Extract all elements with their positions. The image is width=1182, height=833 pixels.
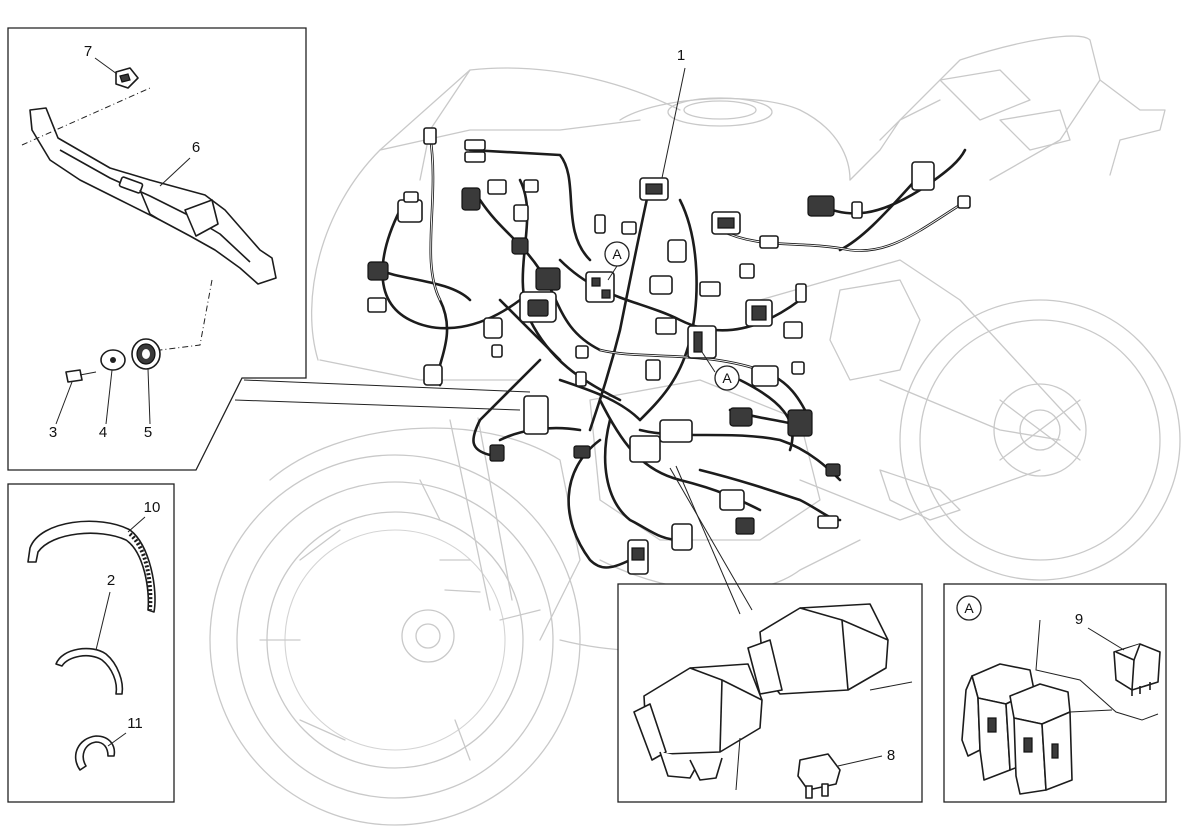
detail-panel-a-marker (956, 595, 982, 621)
harness-connectors (367, 127, 971, 575)
detail-marker-a-2: A (714, 365, 740, 391)
leader-1 (661, 67, 686, 179)
detail-panel-a-relays: A 9 (943, 583, 1167, 803)
detail-marker-a-2-label: A (722, 370, 732, 386)
callout-6: 6 (192, 139, 200, 156)
callout-3: 3 (49, 424, 57, 441)
detail-panel-straps: 10 2 11 (7, 483, 175, 803)
leader-a-1 (607, 265, 618, 281)
callout-8: 8 (887, 747, 895, 764)
callout-10: 10 (144, 499, 161, 516)
callout-4: 4 (99, 424, 107, 441)
detail-panel-a-label: A (964, 600, 974, 616)
detail-panel-ecu: 8 (617, 465, 923, 803)
motorcycle-outline (209, 35, 1181, 826)
callout-11: 11 (127, 715, 143, 732)
callout-7: 7 (84, 43, 92, 60)
leader-a-2 (701, 351, 716, 373)
detail-panel-bracket: 7 6 3 4 5 (7, 27, 531, 471)
callout-9: 9 (1075, 611, 1083, 628)
callout-1: 1 (677, 47, 685, 64)
detail-marker-a-1-label: A (612, 246, 622, 262)
callout-5: 5 (144, 424, 152, 441)
callout-2: 2 (107, 572, 115, 589)
detail-marker-a-1: A (604, 241, 630, 267)
